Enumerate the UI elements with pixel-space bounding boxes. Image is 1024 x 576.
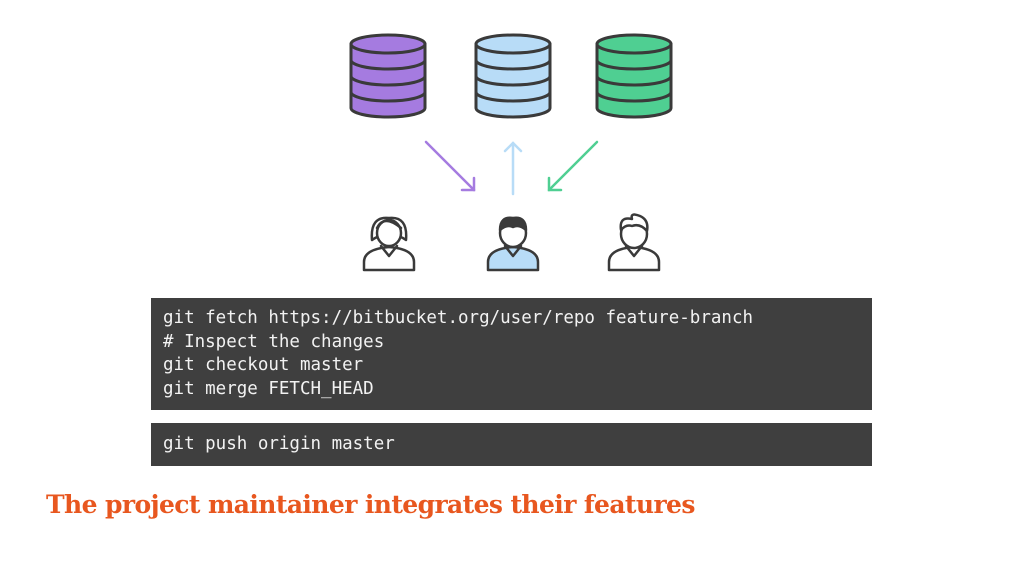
repository-center-database-icon — [474, 33, 552, 119]
maintainer-icon — [486, 216, 540, 272]
code-line: git checkout master — [163, 355, 364, 375]
developer-male-icon — [607, 213, 661, 272]
arrow-up-icon — [503, 141, 523, 196]
fetch-code-block: git fetch https://bitbucket.org/user/rep… — [151, 298, 872, 410]
code-line: # Inspect the changes — [163, 331, 385, 352]
workflow-diagram — [349, 33, 673, 272]
slide-caption: The project maintainer integrates their … — [46, 490, 695, 519]
arrow-down-left-icon — [547, 140, 599, 192]
arrow-down-right-icon — [424, 140, 476, 192]
code-line: git push origin master — [163, 434, 395, 454]
repository-left-database-icon — [349, 33, 427, 119]
code-line: git merge FETCH_HEAD — [163, 378, 374, 399]
developer-female-icon — [362, 216, 416, 272]
repository-right-database-icon — [595, 33, 673, 119]
code-line: git fetch https://bitbucket.org/user/rep… — [163, 308, 754, 328]
push-code-block: git push origin master — [151, 423, 872, 466]
